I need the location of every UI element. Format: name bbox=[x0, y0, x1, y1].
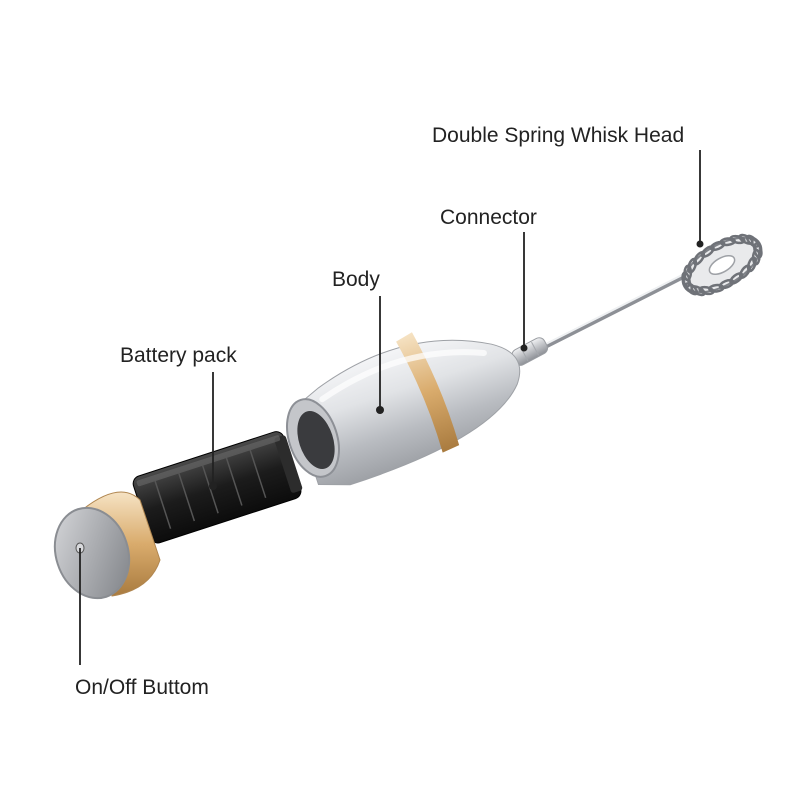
leader-dots bbox=[209, 240, 704, 490]
on-off-cap bbox=[53, 491, 161, 600]
spring-coil-loop bbox=[729, 272, 744, 285]
dot-marker-icon bbox=[520, 344, 528, 352]
leader-lines bbox=[79, 150, 701, 665]
spring-whisk-icon bbox=[681, 233, 763, 297]
spring-coil-loop bbox=[718, 278, 735, 290]
spring-coil-loop bbox=[700, 245, 715, 258]
label-on-off: On/Off Buttom bbox=[75, 676, 209, 699]
body-part bbox=[293, 332, 521, 486]
whisk-rod bbox=[535, 265, 703, 353]
dot-marker-icon bbox=[209, 482, 217, 490]
body-open-end bbox=[286, 398, 340, 478]
spring-coil-loop bbox=[709, 240, 726, 252]
label-body: Body bbox=[332, 268, 380, 291]
spring-coil-loop bbox=[745, 234, 760, 248]
label-battery-pack: Battery pack bbox=[120, 344, 237, 367]
dot-marker-icon bbox=[376, 406, 384, 414]
label-whisk-head: Double Spring Whisk Head bbox=[432, 124, 684, 147]
battery-pack-part bbox=[132, 431, 303, 544]
dot-marker-icon bbox=[696, 240, 704, 248]
label-connector: Connector bbox=[440, 206, 537, 229]
